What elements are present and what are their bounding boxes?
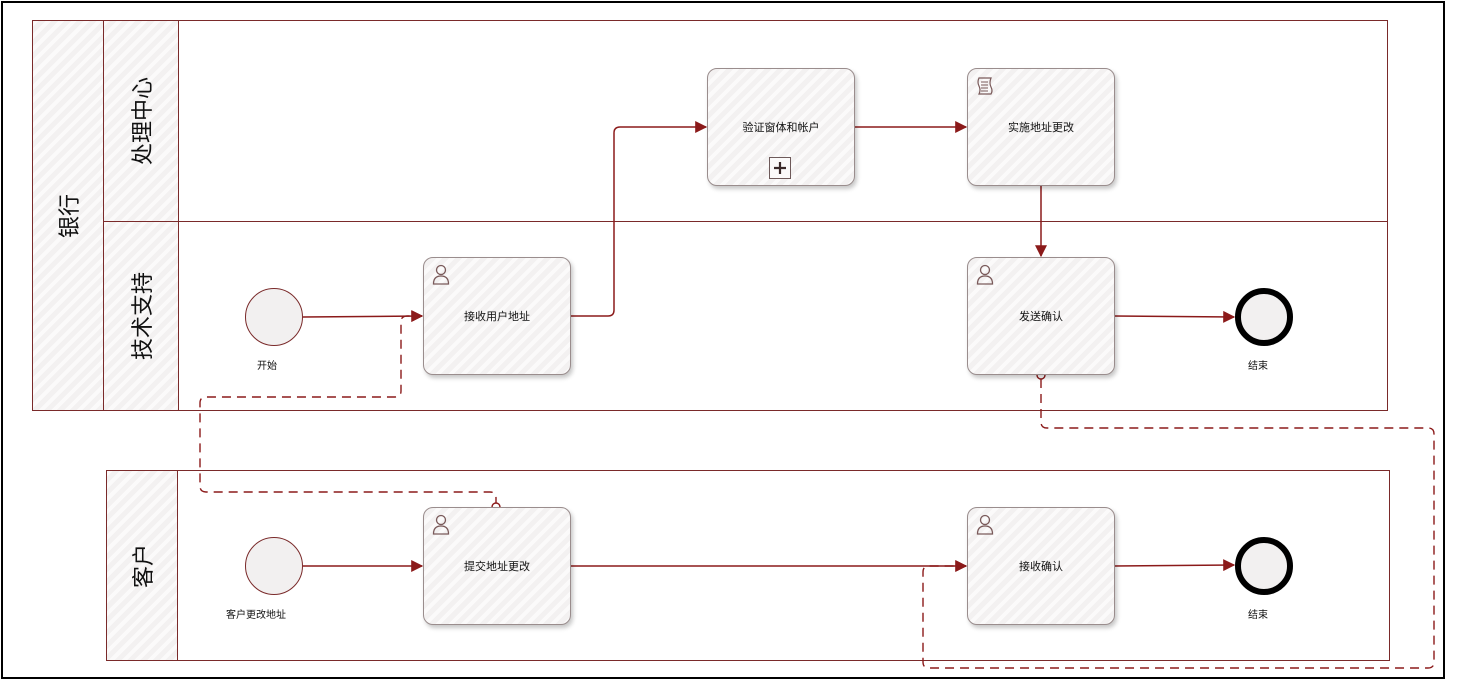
plus-icon	[774, 162, 786, 174]
pool-bank-label: 银行	[32, 20, 104, 411]
task-send-confirm[interactable]: 发送确认	[967, 257, 1115, 375]
task-submit-change-label: 提交地址更改	[464, 560, 530, 573]
user-icon	[432, 514, 450, 535]
message-submit-to-receive-address	[199, 310, 497, 506]
task-verify-account[interactable]: 验证窗体和帐户	[707, 68, 855, 186]
subprocess-expand-icon[interactable]	[769, 157, 791, 179]
flow-send-confirm-to-end	[1113, 310, 1236, 323]
start-event-customer[interactable]	[245, 537, 303, 595]
task-receive-address[interactable]: 接收用户地址	[423, 257, 571, 375]
task-receive-confirm-label: 接收确认	[1019, 560, 1063, 573]
flow-receive-address-to-verify	[570, 121, 708, 317]
start-event-customer-label: 客户更改地址	[226, 610, 286, 621]
user-icon	[432, 264, 450, 285]
end-event-customer-label: 结束	[1248, 610, 1268, 621]
user-icon	[976, 514, 994, 535]
script-icon	[977, 77, 993, 95]
pool-customer-label: 客户	[106, 470, 178, 661]
user-icon	[976, 264, 994, 285]
flow-receive-confirm-to-end	[1113, 559, 1236, 572]
start-event-bank-label: 开始	[257, 361, 277, 372]
task-receive-confirm[interactable]: 接收确认	[967, 507, 1115, 625]
flow-start-to-receive-address	[302, 310, 424, 323]
task-send-confirm-label: 发送确认	[1019, 310, 1063, 323]
task-verify-account-label: 验证窗体和帐户	[742, 121, 820, 134]
task-apply-change[interactable]: 实施地址更改	[967, 68, 1115, 186]
task-apply-change-label: 实施地址更改	[1008, 121, 1074, 134]
start-event-bank[interactable]	[245, 288, 303, 346]
lane-support-label: 技术支持	[103, 221, 179, 411]
message-send-confirm-to-receive-confirm	[922, 379, 1435, 669]
end-event-bank[interactable]	[1235, 288, 1293, 346]
task-receive-address-label: 接收用户地址	[464, 310, 530, 323]
end-event-customer[interactable]	[1235, 537, 1293, 595]
task-submit-change[interactable]: 提交地址更改	[423, 507, 571, 625]
end-event-bank-label: 结束	[1248, 361, 1268, 372]
lane-processing-label: 处理中心	[103, 20, 179, 222]
